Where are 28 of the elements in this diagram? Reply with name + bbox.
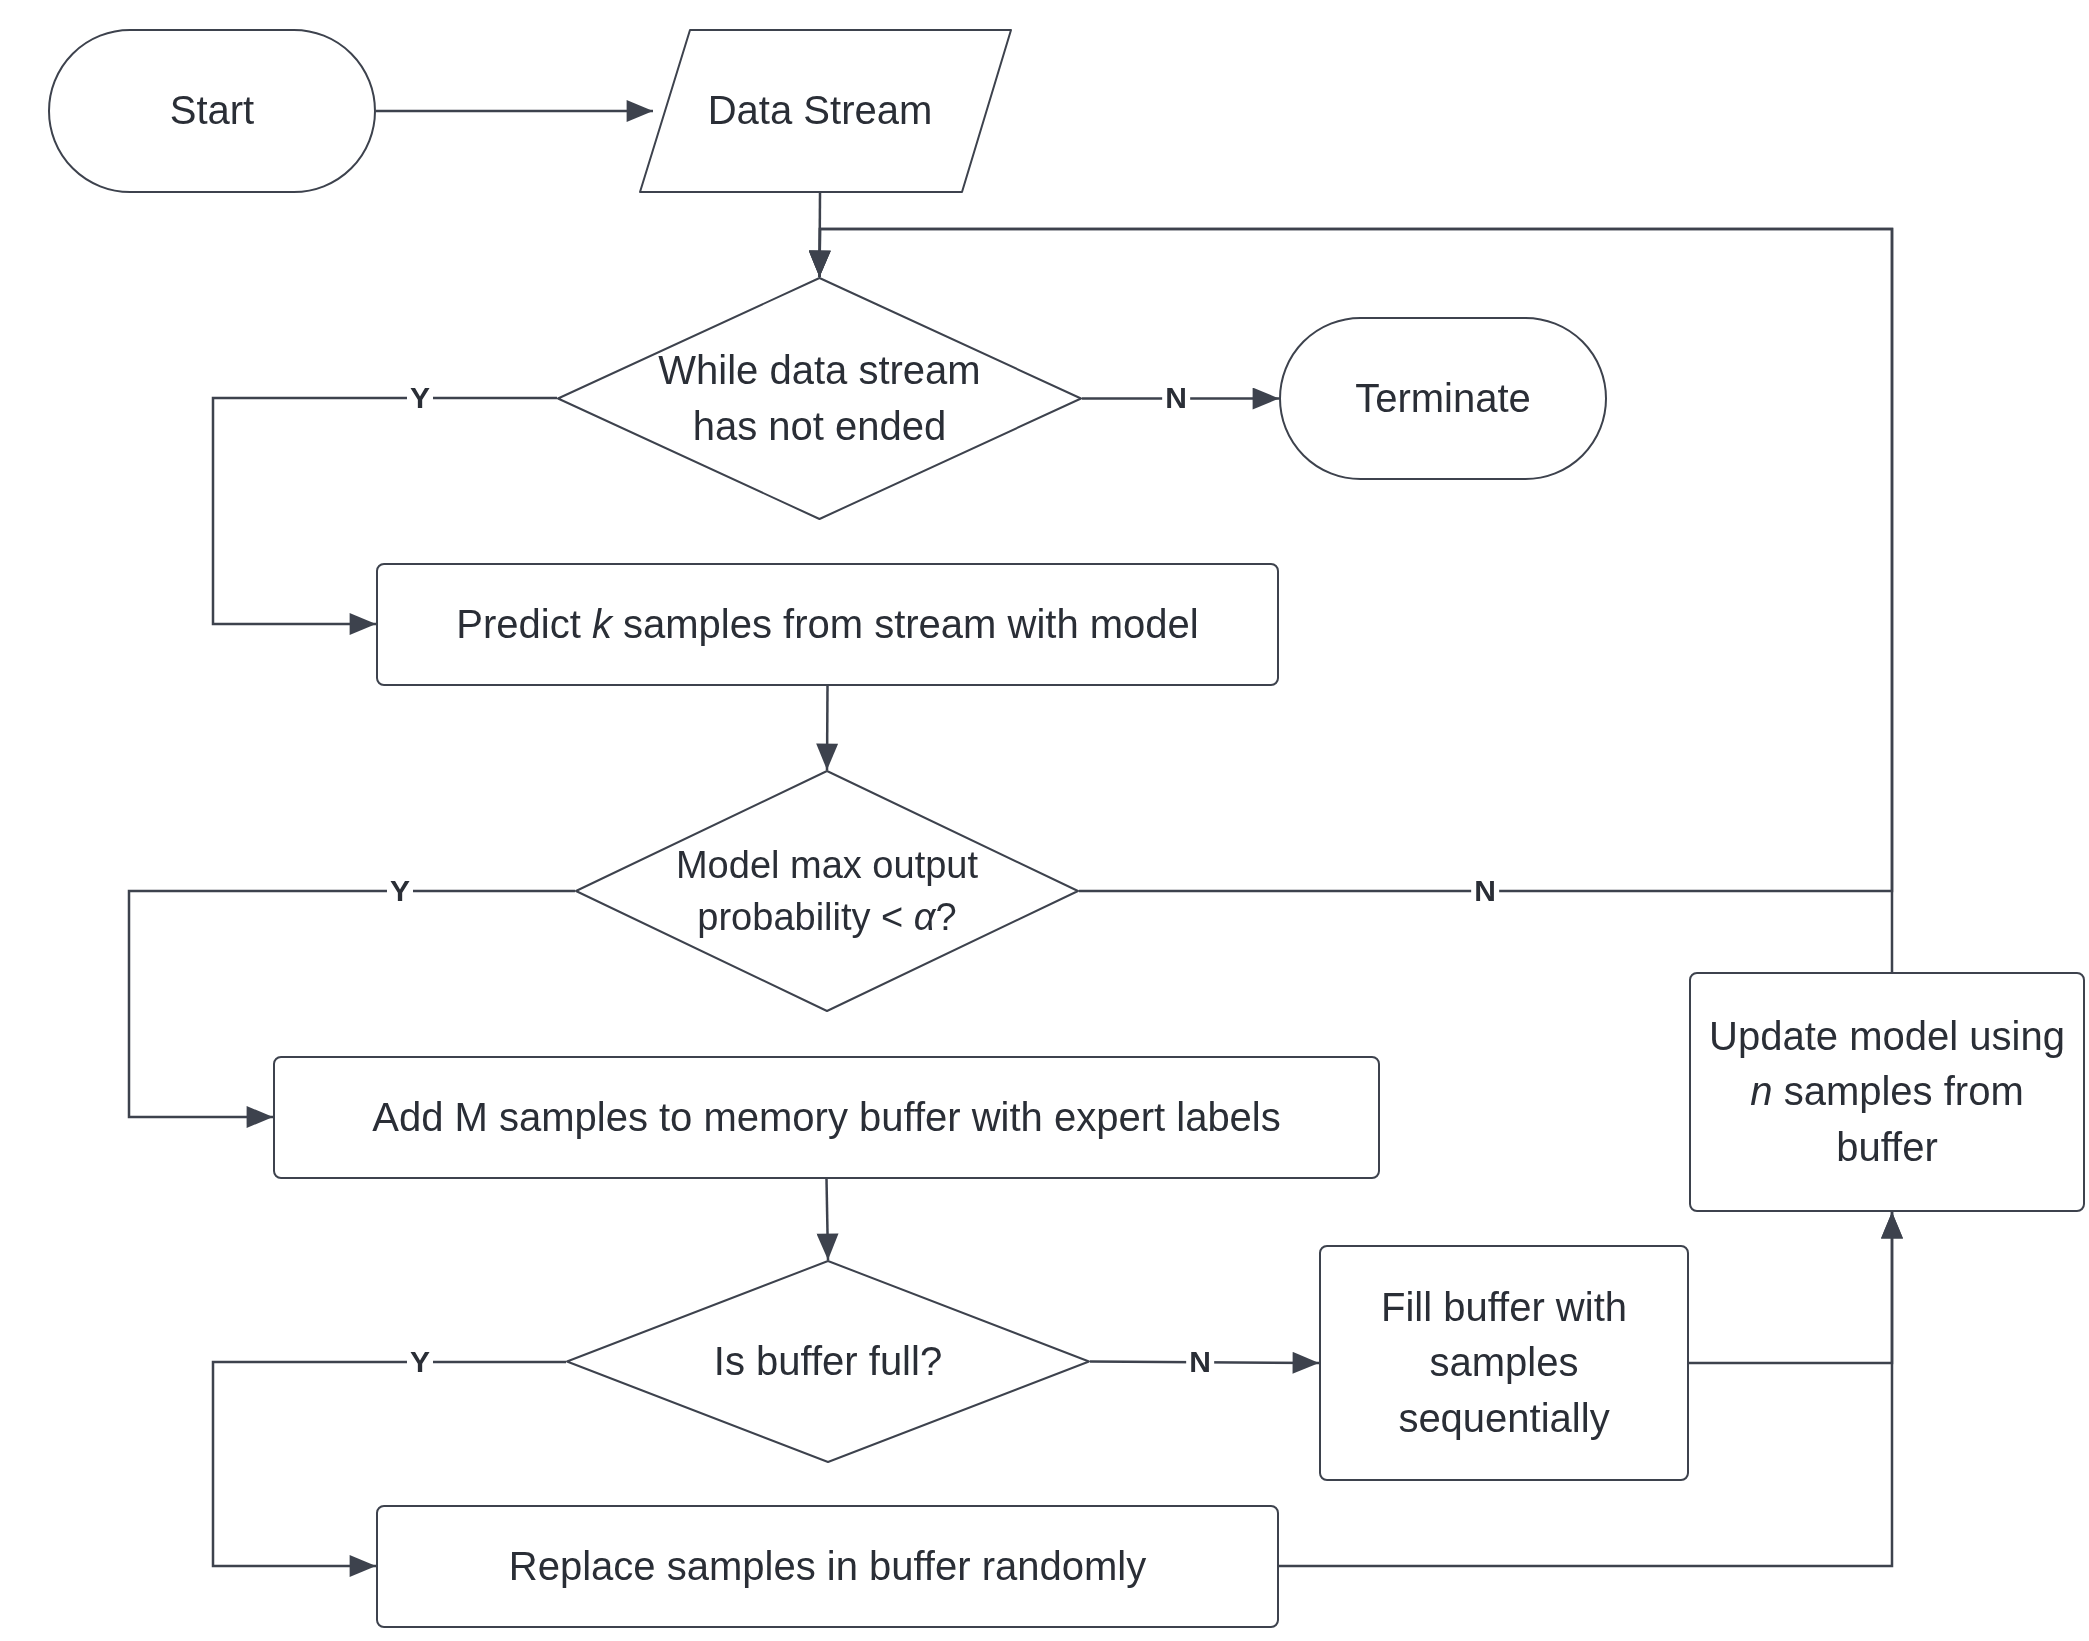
arrow	[211, 396, 557, 635]
decision-diamond	[566, 1260, 1090, 1463]
process-box	[1319, 1245, 1689, 1481]
node-label: Update model using n samples from buffer	[1708, 1013, 2066, 1171]
node-label: Add M samples to memory buffer with expert labels	[372, 1093, 1281, 1141]
node-label: Model max output probability < α?	[674, 842, 980, 940]
arrow	[1279, 1212, 1903, 1568]
arrow	[1082, 387, 1279, 410]
node-label: While data stream has not ended	[657, 347, 982, 450]
arrow	[816, 686, 839, 770]
arrow	[376, 100, 653, 122]
arrow	[1090, 1351, 1319, 1374]
node-label: Is buffer full?	[713, 1337, 943, 1385]
arrow	[816, 1178, 839, 1261]
node-label: Replace samples in buffer randomly	[508, 1542, 1147, 1590]
process-box	[1689, 972, 2085, 1212]
node-label: Predict k samples from stream with model	[456, 600, 1199, 648]
node-label: Terminate	[1355, 374, 1531, 422]
process-box	[376, 563, 1279, 686]
process-box	[273, 1056, 1380, 1179]
node-label: Fill buffer with samples sequentially	[1380, 1284, 1628, 1442]
decision-diamond	[557, 277, 1082, 520]
arrow	[211, 1360, 566, 1577]
node-label: Data Stream	[707, 87, 933, 135]
process-box	[376, 1505, 1279, 1628]
arrow	[127, 889, 575, 1128]
decision-diamond	[575, 770, 1079, 1012]
node-label: Start	[169, 87, 255, 135]
